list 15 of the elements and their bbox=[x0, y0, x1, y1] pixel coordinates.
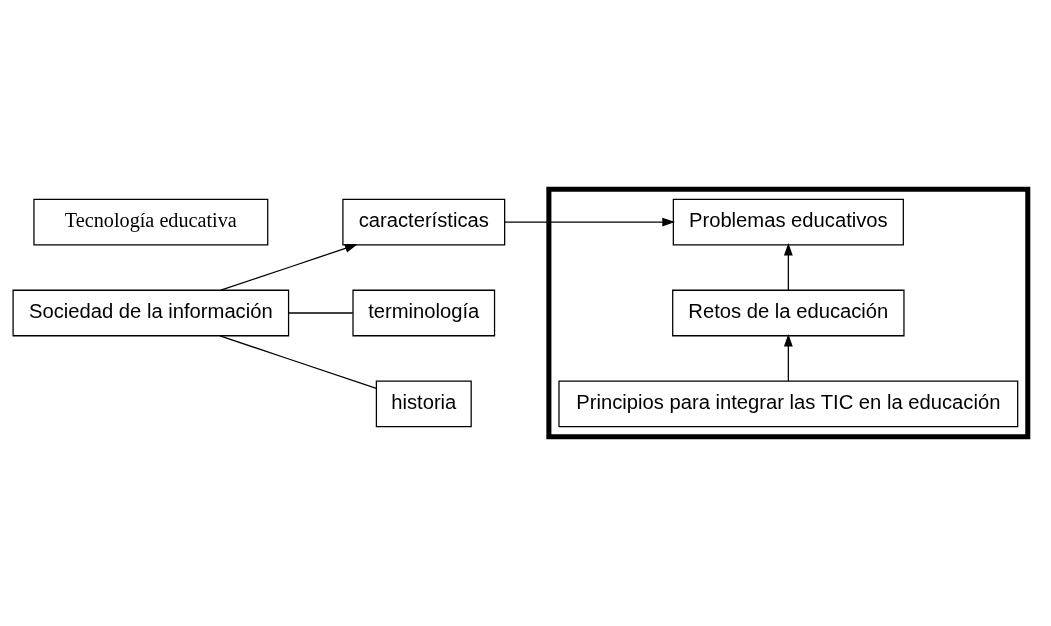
node-box: Principios para integrar las TIC en la educación bbox=[558, 380, 1019, 428]
node-box: Sociedad de la información bbox=[12, 289, 290, 337]
arrow bbox=[504, 217, 675, 227]
arrow bbox=[220, 244, 358, 291]
node-box: terminología bbox=[352, 289, 496, 337]
node-box: Problemas educativos bbox=[672, 198, 904, 246]
arrow bbox=[783, 242, 793, 291]
node-box: historia bbox=[375, 380, 472, 428]
cluster bbox=[546, 186, 1031, 440]
node-box: Tecnología educativa bbox=[33, 198, 269, 246]
arrow bbox=[783, 333, 793, 382]
connector bbox=[219, 335, 377, 390]
node-box: características bbox=[342, 198, 506, 246]
node-box: Retos de la educación bbox=[672, 289, 905, 337]
connector bbox=[288, 312, 354, 314]
